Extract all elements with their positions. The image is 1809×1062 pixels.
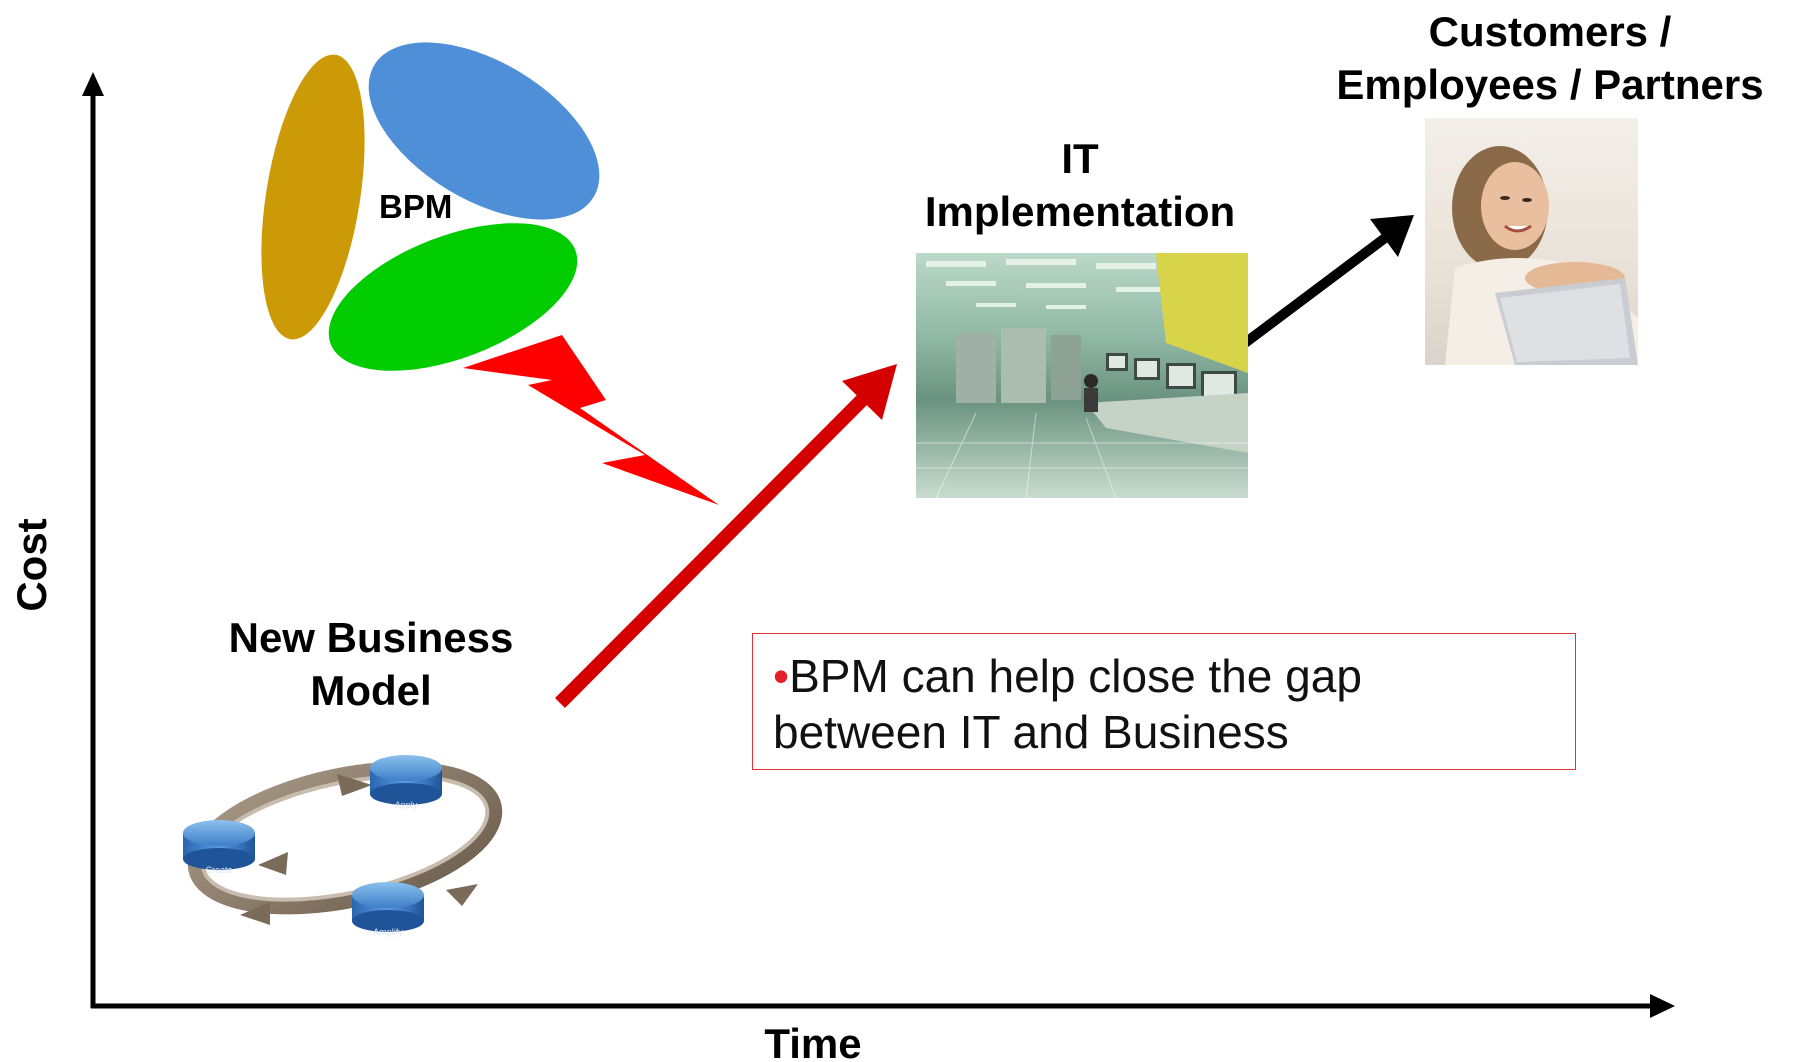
customers-line2: Employees / Partners — [1336, 60, 1764, 108]
new-business-model-line2: Model — [310, 666, 432, 714]
callout-box: •BPM can help close the gap between IT a… — [752, 633, 1576, 770]
customers-line1: Customers / — [1428, 8, 1672, 55]
bpm-logo-green-petal — [328, 223, 578, 371]
y-axis-label: Cost — [8, 518, 55, 612]
lightning-bolt — [463, 335, 719, 505]
x-axis — [91, 994, 1675, 1018]
it-implementation-line1: IT — [1061, 135, 1099, 182]
callout-bullet: • — [773, 650, 790, 702]
cycle-node-apply — [370, 755, 442, 805]
customers-title: Customers / Employees / Partners — [1290, 6, 1809, 111]
bpm-logo-blue-petal — [368, 42, 600, 220]
callout-line1: •BPM can help close the gap — [773, 648, 1555, 704]
cycle-node-create — [183, 820, 255, 870]
x-axis-label: Time — [764, 1020, 862, 1062]
cycle-label-create: Create — [205, 865, 232, 875]
new-business-model-title: New Business Model — [194, 612, 548, 717]
bpm-logo-label: BPM — [379, 188, 453, 225]
data-center-photo — [916, 253, 1248, 498]
it-implementation-line2: Implementation — [924, 187, 1236, 235]
bpm-logo — [261, 42, 600, 371]
data-center-photo-art — [916, 253, 1248, 498]
customer-photo-art — [1445, 146, 1638, 365]
cycle-diagram — [183, 755, 503, 932]
customer-arrow — [1242, 215, 1414, 347]
cycle-node-amplify — [352, 882, 424, 932]
bpm-logo-gold-petal — [261, 54, 365, 340]
callout-text-line1: BPM can help close the gap — [789, 650, 1362, 702]
cycle-label-apply: Apply — [395, 800, 418, 810]
main-red-arrow — [555, 364, 897, 708]
it-implementation-title: IT Implementation — [880, 133, 1280, 238]
callout-text-line2: between IT and Business — [773, 706, 1289, 759]
y-axis — [82, 72, 104, 1008]
new-business-model-line1: New Business — [228, 614, 514, 661]
customer-photo — [1425, 118, 1638, 365]
cycle-label-amplify: Amplify — [373, 927, 403, 937]
